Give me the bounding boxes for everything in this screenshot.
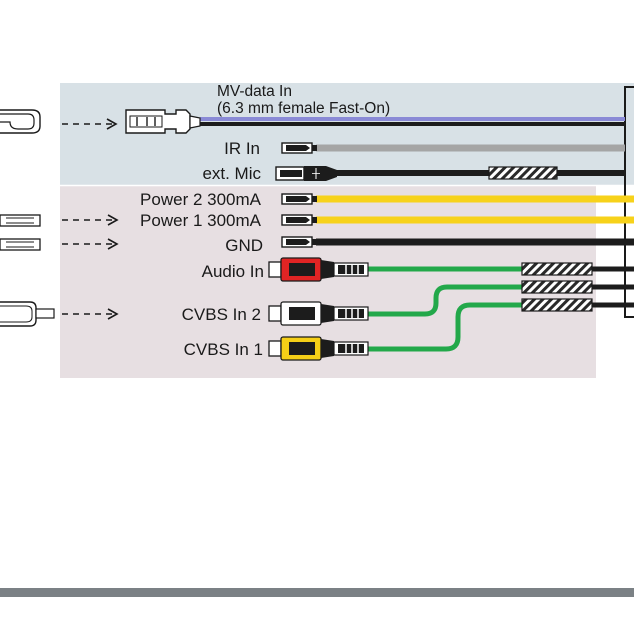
ext-mic-braid-sleeve <box>488 166 558 180</box>
cvbs-in2-green-wire <box>368 284 522 317</box>
label-power2: Power 2 300mA <box>140 190 262 209</box>
power1-connector-icon <box>281 214 317 226</box>
footer-bar <box>0 588 634 597</box>
green-wires <box>368 266 522 352</box>
rca-braid-sleeves <box>521 262 593 312</box>
label-audio-in: Audio In <box>202 262 264 281</box>
left-terminal-icon-2 <box>0 214 41 227</box>
label-cvbs-in2: CVBS In 2 <box>182 305 261 324</box>
braid-sleeve-2 <box>521 280 593 294</box>
braid-sleeve-1 <box>521 262 593 276</box>
fast-on-connector-icon <box>125 109 201 134</box>
label-ir-in: IR In <box>224 139 260 158</box>
braid-sleeve-3 <box>521 298 593 312</box>
label-mv-data-line1: MV-data In <box>217 83 292 100</box>
rca-black-wires <box>592 266 634 308</box>
ir-in-connector-icon <box>281 142 317 154</box>
label-ext-mic: ext. Mic <box>202 164 261 183</box>
label-cvbs-in1: CVBS In 1 <box>184 340 263 359</box>
cvbs-in1-green-wire <box>368 302 522 352</box>
power2-connector-icon <box>281 193 317 205</box>
left-terminal-icon-1 <box>0 109 41 134</box>
left-rca-plug-icon <box>0 301 55 327</box>
left-terminal-icon-3 <box>0 238 41 251</box>
cvbs-in2-rca-plug-icon <box>268 301 369 326</box>
ext-mic-connector-icon <box>275 166 337 181</box>
label-gnd: GND <box>225 236 263 255</box>
label-mv-data-line2: (6.3 mm female Fast-On) <box>217 100 390 117</box>
mv-data-wire <box>200 117 625 126</box>
cvbs-in1-rca-plug-icon <box>268 336 369 361</box>
label-power1: Power 1 300mA <box>140 211 262 230</box>
audio-in-rca-plug-icon <box>268 257 369 282</box>
gnd-connector-icon <box>281 236 317 248</box>
